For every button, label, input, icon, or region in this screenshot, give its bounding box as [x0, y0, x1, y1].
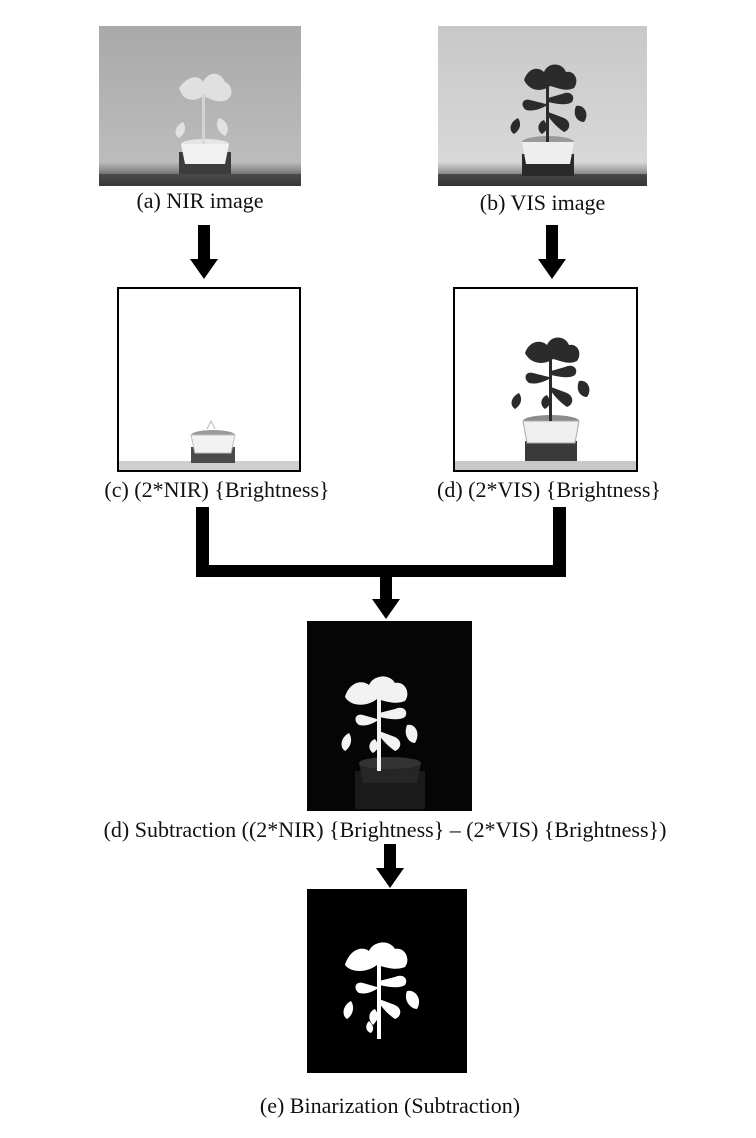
nir-image-panel	[99, 26, 301, 186]
vis-brightness-panel	[453, 287, 638, 472]
caption-binarization: (e) Binarization (Subtraction)	[259, 1093, 521, 1118]
caption-vis-image: (b) VIS image	[479, 190, 606, 215]
connector-left-vertical	[196, 507, 209, 577]
caption-subtraction: (d) Subtraction ((2*NIR) {Brightness} – …	[103, 817, 667, 842]
arrow-nir-to-brightness	[190, 225, 218, 279]
binarization-panel	[307, 889, 467, 1073]
nir-brightness-panel	[117, 287, 301, 472]
arrow-to-subtraction	[372, 575, 400, 619]
caption-nir-brightness: (c) (2*NIR) {Brightness}	[104, 477, 330, 502]
subtraction-panel	[307, 621, 472, 811]
arrow-vis-to-brightness	[538, 225, 566, 279]
vis-image-panel	[438, 26, 647, 186]
caption-vis-brightness: (d) (2*VIS) {Brightness}	[437, 477, 661, 502]
caption-nir-image: (a) NIR image	[136, 188, 264, 213]
connector-horizontal	[196, 565, 566, 577]
connector-right-vertical	[553, 507, 566, 577]
arrow-to-binarization	[376, 844, 404, 888]
